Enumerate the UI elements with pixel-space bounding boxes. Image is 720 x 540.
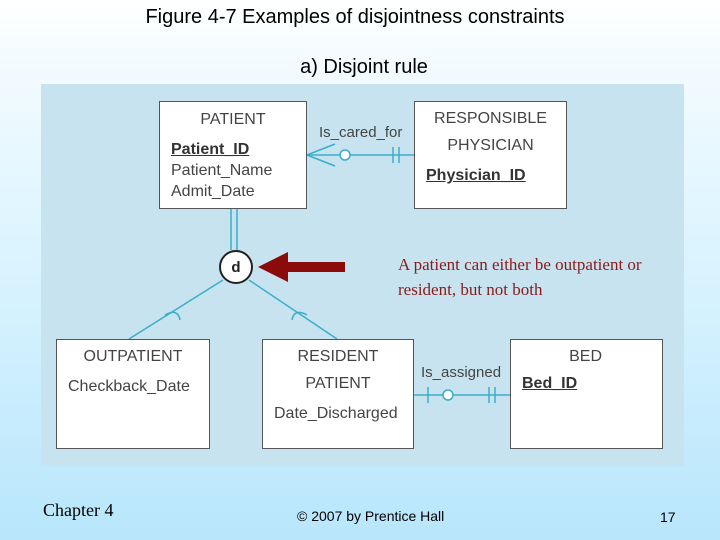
disjoint-circle bbox=[219, 250, 253, 284]
footer-page-number: 17 bbox=[660, 509, 676, 525]
disjoint-note: A patient can either be outpatient or re… bbox=[398, 255, 642, 299]
crowfoot-lower bbox=[306, 154, 336, 167]
disjoint-symbol: d bbox=[231, 259, 240, 276]
entity-name-line2: PHYSICIAN bbox=[447, 137, 534, 154]
entity-name-line1: RESPONSIBLE bbox=[434, 110, 547, 127]
footer-copyright: © 2007 by Prentice Hall bbox=[297, 508, 445, 524]
entity-resident-patient: RESIDENT PATIENT Date_Discharged bbox=[262, 339, 414, 449]
attribute-key: Physician_ID bbox=[426, 167, 526, 184]
subtype-line-resident bbox=[248, 279, 338, 340]
attribute: Date_Discharged bbox=[274, 405, 398, 422]
subset-arc-resident bbox=[291, 311, 308, 321]
entity-name: PATIENT bbox=[200, 111, 266, 128]
entity-responsible-physician: RESPONSIBLE PHYSICIAN Physician_ID bbox=[414, 101, 567, 209]
subset-arc-outpatient bbox=[164, 311, 181, 321]
attribute: Admit_Date bbox=[171, 183, 255, 200]
entity-name-line2: PATIENT bbox=[305, 375, 371, 392]
attribute-key: Patient_ID bbox=[171, 141, 250, 158]
entity-patient: PATIENT Patient_ID Patient_Name Admit_Da… bbox=[159, 101, 307, 209]
entity-bed: BED Bed_ID bbox=[510, 339, 663, 449]
arrow-head bbox=[258, 252, 288, 282]
arrow-shaft bbox=[285, 262, 345, 272]
attribute-key: Bed_ID bbox=[522, 375, 578, 392]
subtype-line-outpatient bbox=[128, 279, 224, 340]
relationship-is-assigned: Is_assigned bbox=[421, 364, 502, 381]
attribute: Checkback_Date bbox=[68, 378, 190, 395]
crowfoot-upper bbox=[306, 143, 336, 156]
optional-circle bbox=[339, 149, 351, 161]
entity-outpatient: OUTPATIENT Checkback_Date bbox=[56, 339, 210, 449]
entity-name: OUTPATIENT bbox=[83, 348, 183, 365]
entity-name-line1: RESIDENT bbox=[297, 348, 379, 365]
slide-title: Figure 4-7 Examples of disjointness cons… bbox=[145, 6, 565, 28]
optional-circle-bed bbox=[442, 389, 454, 401]
entity-name: BED bbox=[569, 348, 602, 365]
relationship-is-cared-for: Is_cared_for bbox=[319, 124, 403, 141]
slide-subtitle: a) Disjoint rule bbox=[300, 56, 428, 78]
footer-chapter: Chapter 4 bbox=[43, 500, 114, 520]
attribute: Patient_Name bbox=[171, 162, 273, 179]
